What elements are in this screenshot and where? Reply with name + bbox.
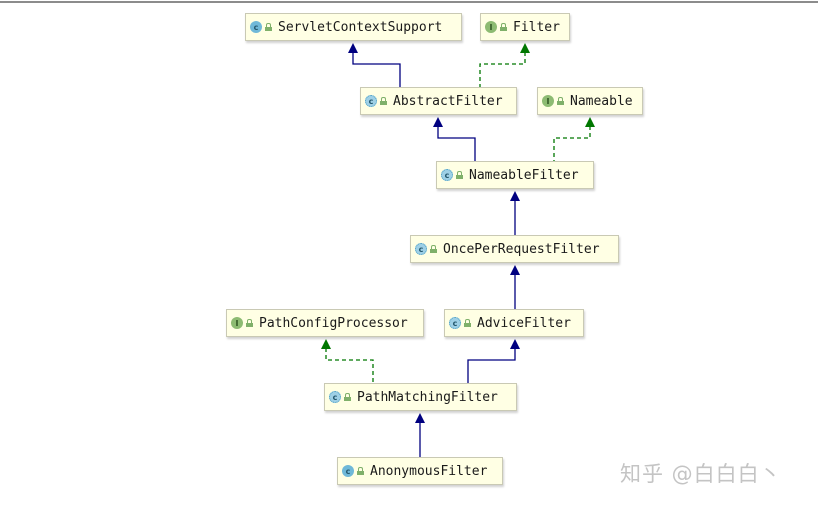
node-filter[interactable]: I Filter xyxy=(480,13,570,41)
node-label: AbstractFilter xyxy=(393,93,503,109)
public-visibility-icon xyxy=(430,245,437,253)
node-label: PathConfigProcessor xyxy=(259,315,408,331)
node-label: ServletContextSupport xyxy=(278,19,443,35)
public-visibility-icon xyxy=(357,467,364,475)
public-visibility-icon xyxy=(456,171,463,179)
abstract-class-icon: c xyxy=(449,317,461,329)
node-abstractfilter[interactable]: c AbstractFilter xyxy=(360,87,517,115)
node-nameable[interactable]: I Nameable xyxy=(537,87,643,115)
node-nameablefilter[interactable]: c NameableFilter xyxy=(436,161,594,189)
node-label: PathMatchingFilter xyxy=(357,389,498,405)
node-label: OncePerRequestFilter xyxy=(443,241,600,257)
edge-nameablefilter-implements-nameable xyxy=(553,126,591,161)
edge-nameablefilter-extends-abstractfilter xyxy=(437,126,476,161)
node-label: Nameable xyxy=(570,93,633,109)
public-visibility-icon xyxy=(265,23,272,31)
edge-pathmatchingfilter-extends-advicefilter xyxy=(467,348,516,383)
interface-icon: I xyxy=(231,317,243,329)
abstract-class-icon: c xyxy=(365,95,377,107)
node-pathmatchingfilter[interactable]: c PathMatchingFilter xyxy=(324,383,517,411)
node-pathconfigprocessor[interactable]: I PathConfigProcessor xyxy=(226,309,424,337)
edge-abstractfilter-extends-servletcontextsupport xyxy=(352,52,401,87)
edge-pathmatchingfilter-implements-pathconfigprocessor xyxy=(325,348,374,383)
top-border xyxy=(0,1,818,3)
node-advicefilter[interactable]: c AdviceFilter xyxy=(444,309,584,337)
node-label: NameableFilter xyxy=(469,167,579,183)
abstract-class-icon: c xyxy=(441,169,453,181)
public-visibility-icon xyxy=(380,97,387,105)
interface-icon: I xyxy=(542,95,554,107)
abstract-class-icon: c xyxy=(329,391,341,403)
node-label: AdviceFilter xyxy=(477,315,571,331)
interface-icon: I xyxy=(485,21,497,33)
edge-abstractfilter-implements-filter xyxy=(479,52,526,87)
public-visibility-icon xyxy=(246,319,253,327)
node-label: Filter xyxy=(513,19,560,35)
public-visibility-icon xyxy=(500,23,507,31)
node-onceperrequestfilter[interactable]: c OncePerRequestFilter xyxy=(410,235,619,263)
abstract-class-icon: c xyxy=(415,243,427,255)
public-visibility-icon xyxy=(557,97,564,105)
node-anonymousfilter[interactable]: c AnonymousFilter xyxy=(337,457,503,485)
public-visibility-icon xyxy=(464,319,471,327)
node-servletcontextsupport[interactable]: c ServletContextSupport xyxy=(245,13,462,41)
class-icon: c xyxy=(342,465,354,477)
class-icon: c xyxy=(250,21,262,33)
public-visibility-icon xyxy=(344,393,351,401)
watermark: 知乎 @白白白丶 xyxy=(620,462,782,486)
node-label: AnonymousFilter xyxy=(370,463,488,479)
